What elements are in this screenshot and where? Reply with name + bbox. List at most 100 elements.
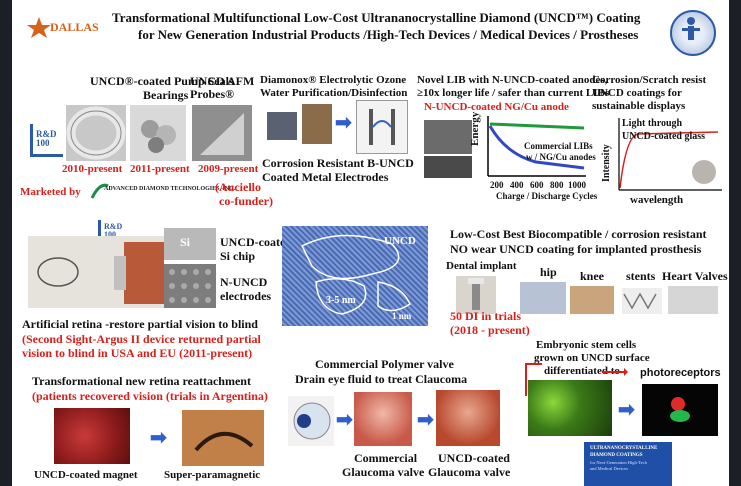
book-subtitle-line1: for Next-Generation High-Tech xyxy=(590,460,647,465)
display-title-line2: UNCD coatings for xyxy=(592,87,682,99)
lib-sem-image-1 xyxy=(424,120,472,154)
electrodes-label-line1: N-UNCD xyxy=(220,275,268,289)
adt-logo: ADVANCED DIAMOND TECHNOLOGIES, INC. xyxy=(90,182,235,200)
stemcells-title-line1: Embryonic stem cells xyxy=(536,339,637,351)
lib-chart xyxy=(486,114,586,178)
retina-rd100-text: R&D 100 xyxy=(104,222,123,240)
ozone-device-image xyxy=(267,112,297,140)
page-title-line1: Transformational Multifunctional Low-Cos… xyxy=(112,10,641,25)
uncd-valve-image xyxy=(436,390,500,446)
lib-sem-image-2 xyxy=(424,156,472,178)
book-title-line1: ULTRANANOCRYSTALLINE xyxy=(590,446,658,451)
electrode-diagram xyxy=(356,100,408,154)
book-title-line2: DIAMOND COATINGS xyxy=(590,453,643,458)
prosthesis-title-line1: Low-Cost Best Biocompatible / corrosion … xyxy=(450,227,707,241)
page-title-line2: for New Generation Industrial Products /… xyxy=(138,27,639,42)
human-figure-icon xyxy=(682,17,700,40)
utd-logo: DALLAS xyxy=(26,16,116,38)
display-title-line3: sustainable displays xyxy=(592,100,686,112)
commercial-lib-curve xyxy=(488,125,585,170)
stemcells-title-line3: differentiated to xyxy=(544,365,620,377)
star-icon xyxy=(27,17,51,38)
reattach-subtitle: (patients recovered vision (trials in Ar… xyxy=(32,389,268,403)
glaucoma-title-line1: Commercial Polymer valve xyxy=(315,357,454,371)
marketed-by-label: Marketed by xyxy=(20,186,81,198)
stem-cells-image xyxy=(528,380,612,436)
display-title-line1: Corrosion/Scratch resist xyxy=(592,74,707,86)
eye-diagram-image xyxy=(288,396,334,446)
book-subtitle-line2: and Medical Devices xyxy=(590,466,628,471)
electrodes-image xyxy=(164,264,216,308)
heart-valves-label: Heart Valves xyxy=(662,269,728,283)
commercial-valve-line1: Commercial xyxy=(354,451,418,465)
pump-seal-image xyxy=(66,105,126,161)
knee-label: knee xyxy=(580,269,604,283)
bearings-label: Bearings xyxy=(143,88,189,102)
superparamagnetic-label: Super-paramagnetic xyxy=(164,469,261,481)
chip-label-line1: UNCD-coated xyxy=(220,235,292,249)
hip-implant-image xyxy=(520,282,566,314)
dental-implant-image xyxy=(456,276,496,314)
uncd-valve-line1: UNCD-coated xyxy=(438,451,510,465)
commercial-valve-line2: Glaucoma valve xyxy=(342,465,425,479)
poster: DALLAS Transformational Multifunctional … xyxy=(12,0,729,486)
si-label: Si xyxy=(180,235,191,249)
book-cover: ULTRANANOCRYSTALLINE DIAMOND COATINGS fo… xyxy=(584,442,672,486)
knee-implant-image xyxy=(570,286,614,314)
heart-valve-image xyxy=(668,286,718,314)
prosthesis-title-line2: NO wear UNCD coating for implanted prost… xyxy=(450,242,702,256)
retina-note-line1: (Second Sight-Argus II device returned p… xyxy=(22,332,261,346)
pump-seals-label: UNCD®-coated Pump Seals xyxy=(90,74,234,88)
electrodes-label-line2: electrodes xyxy=(220,289,272,303)
lib-xlabel: Charge / Discharge Cycles xyxy=(496,191,598,201)
uncd-micrograph: UNCD 3-5 nm 1 nm xyxy=(282,226,428,326)
bearings-image xyxy=(130,105,186,161)
lib-xtick-1000: 1000 xyxy=(568,180,586,190)
retina-eye-image xyxy=(28,236,164,308)
lib-xtick-600: 600 xyxy=(530,180,544,190)
cofunder-line1: (Auciello xyxy=(215,180,261,194)
rd100-badge: R&D 100 xyxy=(30,124,63,157)
afm-probe-image xyxy=(192,105,252,161)
electrodes-line2: Coated Metal Electrodes xyxy=(262,170,389,184)
trials-line2: (2018 - present) xyxy=(450,323,530,337)
magnet-label: UNCD-coated magnet xyxy=(34,469,138,481)
reattach-arrow-icon: ➡ xyxy=(150,427,167,449)
year-afm: 2009-present xyxy=(198,163,259,175)
logo-text: DALLAS xyxy=(50,20,99,34)
micrograph-uncd-label: UNCD xyxy=(384,235,416,247)
lib-chart-svg xyxy=(487,116,586,177)
lib-legend-line2: w / NG/Cu anodes xyxy=(526,152,596,162)
scale-label: 1 nm xyxy=(392,311,412,321)
display-legend-line1: Light through xyxy=(622,118,683,129)
chip-label-line2: Si chip xyxy=(220,249,256,263)
ozone-title-line1: Diamonox® Electrolytic Ozone xyxy=(260,74,407,86)
year-pump-seals: 2010-present xyxy=(62,163,123,175)
photoreceptors-image xyxy=(642,384,718,436)
display-chart xyxy=(618,116,722,192)
si-chip-image: Si xyxy=(164,228,216,260)
stemcells-arrow-icon: ➡ xyxy=(618,399,635,421)
superparamagnetic-image xyxy=(182,410,264,466)
display-xlabel: wavelength xyxy=(630,194,684,206)
electrodes-line1: Corrosion Resistant B-UNCD xyxy=(262,156,414,170)
stemcells-title-line2: grown on UNCD surface xyxy=(534,352,650,364)
ozone-box-image xyxy=(302,104,332,144)
hip-label: hip xyxy=(540,265,557,279)
uncd-valve-line2: Glaucoma valve xyxy=(428,465,511,479)
display-legend-line2: UNCD-coated glass xyxy=(622,131,706,142)
lib-title-line1: Novel LIB with N-UNCD-coated anodes, xyxy=(417,74,608,86)
lib-legend-line1: Commercial LIBs xyxy=(524,141,593,151)
adt-name: ADVANCED DIAMOND TECHNOLOGIES, INC. xyxy=(104,186,235,192)
retina-note-line2: vision to blind in USA and EU (2011-pres… xyxy=(22,346,253,360)
stents-label: stents xyxy=(626,269,656,283)
grain-size-label: 3-5 nm xyxy=(326,295,356,306)
pump-seals-text: UNCD®-coated Pump Seals xyxy=(90,74,234,88)
trials-line1: 50 DI in trials xyxy=(450,309,522,323)
stent-image xyxy=(622,288,662,314)
bioengineering-seal xyxy=(670,10,716,56)
lib-title-line2: ≥10x longer life / safer than current LI… xyxy=(417,87,610,99)
lib-xtick-800: 800 xyxy=(550,180,564,190)
glaucoma-arrow-1-icon: ➡ xyxy=(336,409,353,431)
afm-probes-label: UNCD AFM Probes® xyxy=(190,74,255,102)
